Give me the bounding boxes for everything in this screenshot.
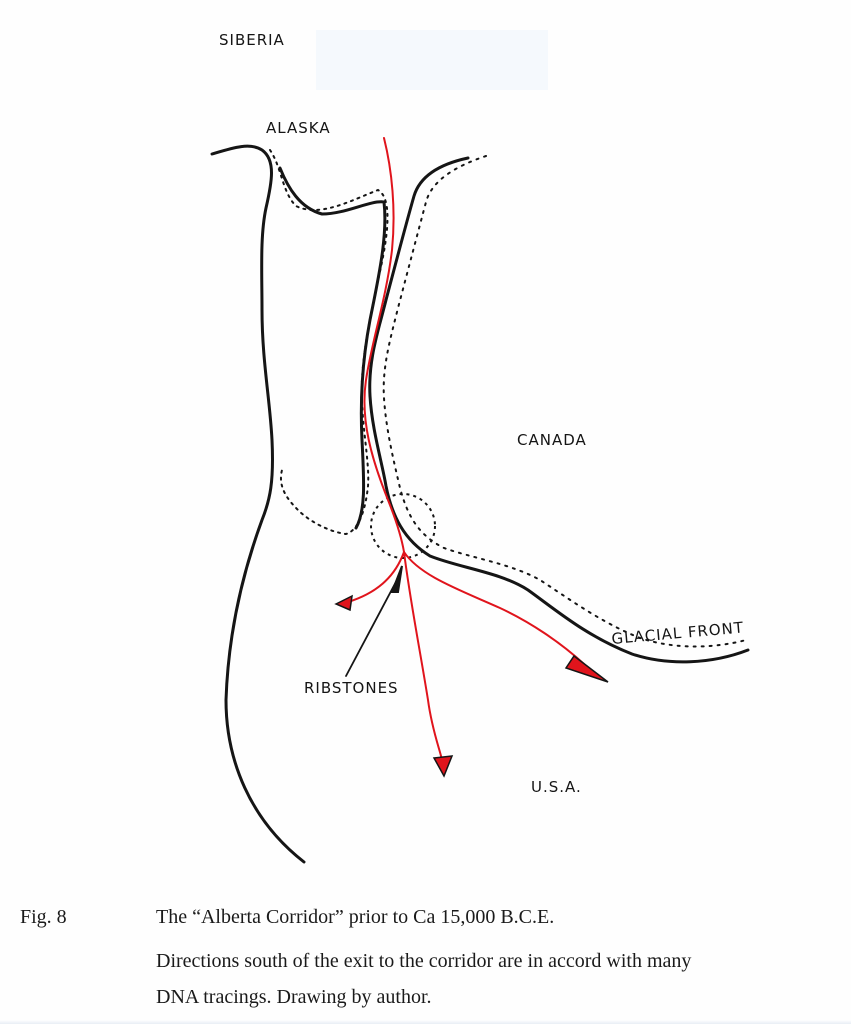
ribstones-pointer-arrowhead (390, 565, 403, 593)
label-canada: CANADA (517, 431, 587, 449)
route-southwest (347, 551, 405, 603)
route-south (403, 551, 443, 761)
west-ice-lobe (269, 149, 389, 536)
arrowhead-southeast (564, 654, 609, 683)
caption-line-2: Directions south of the exit to the corr… (156, 950, 692, 972)
corridor-map: SIBERIA ALASKA CANADA GLACIAL FRONT RIBS… (210, 31, 750, 864)
label-usa: U.S.A. (531, 778, 582, 796)
label-alaska: ALASKA (266, 119, 331, 137)
scan-edge (0, 1020, 851, 1024)
glacial-front-hatching (382, 155, 747, 648)
label-ribstones: RIBSTONES (304, 679, 399, 697)
scan-tint (316, 30, 548, 90)
arrowhead-southwest (334, 594, 353, 612)
figure-number: Fig. 8 (20, 906, 67, 928)
west-ice-inner-line (278, 166, 387, 530)
label-siberia: SIBERIA (219, 31, 285, 49)
figure-caption: Fig. 8 The “Alberta Corridor” prior to C… (0, 894, 851, 1024)
label-glacial-front: GLACIAL FRONT (611, 618, 745, 648)
ribstones-circle (370, 493, 436, 559)
west-coastline (210, 144, 306, 864)
route-main-corridor (363, 137, 405, 553)
ribstones-pointer-line (345, 577, 399, 677)
caption-line-3: DNA tracings. Drawing by author. (156, 986, 432, 1008)
route-southeast (403, 551, 585, 665)
caption-line-1: The “Alberta Corridor” prior to Ca 15,00… (156, 906, 555, 928)
east-ice-edge (368, 156, 750, 664)
arrowhead-south (432, 755, 454, 778)
